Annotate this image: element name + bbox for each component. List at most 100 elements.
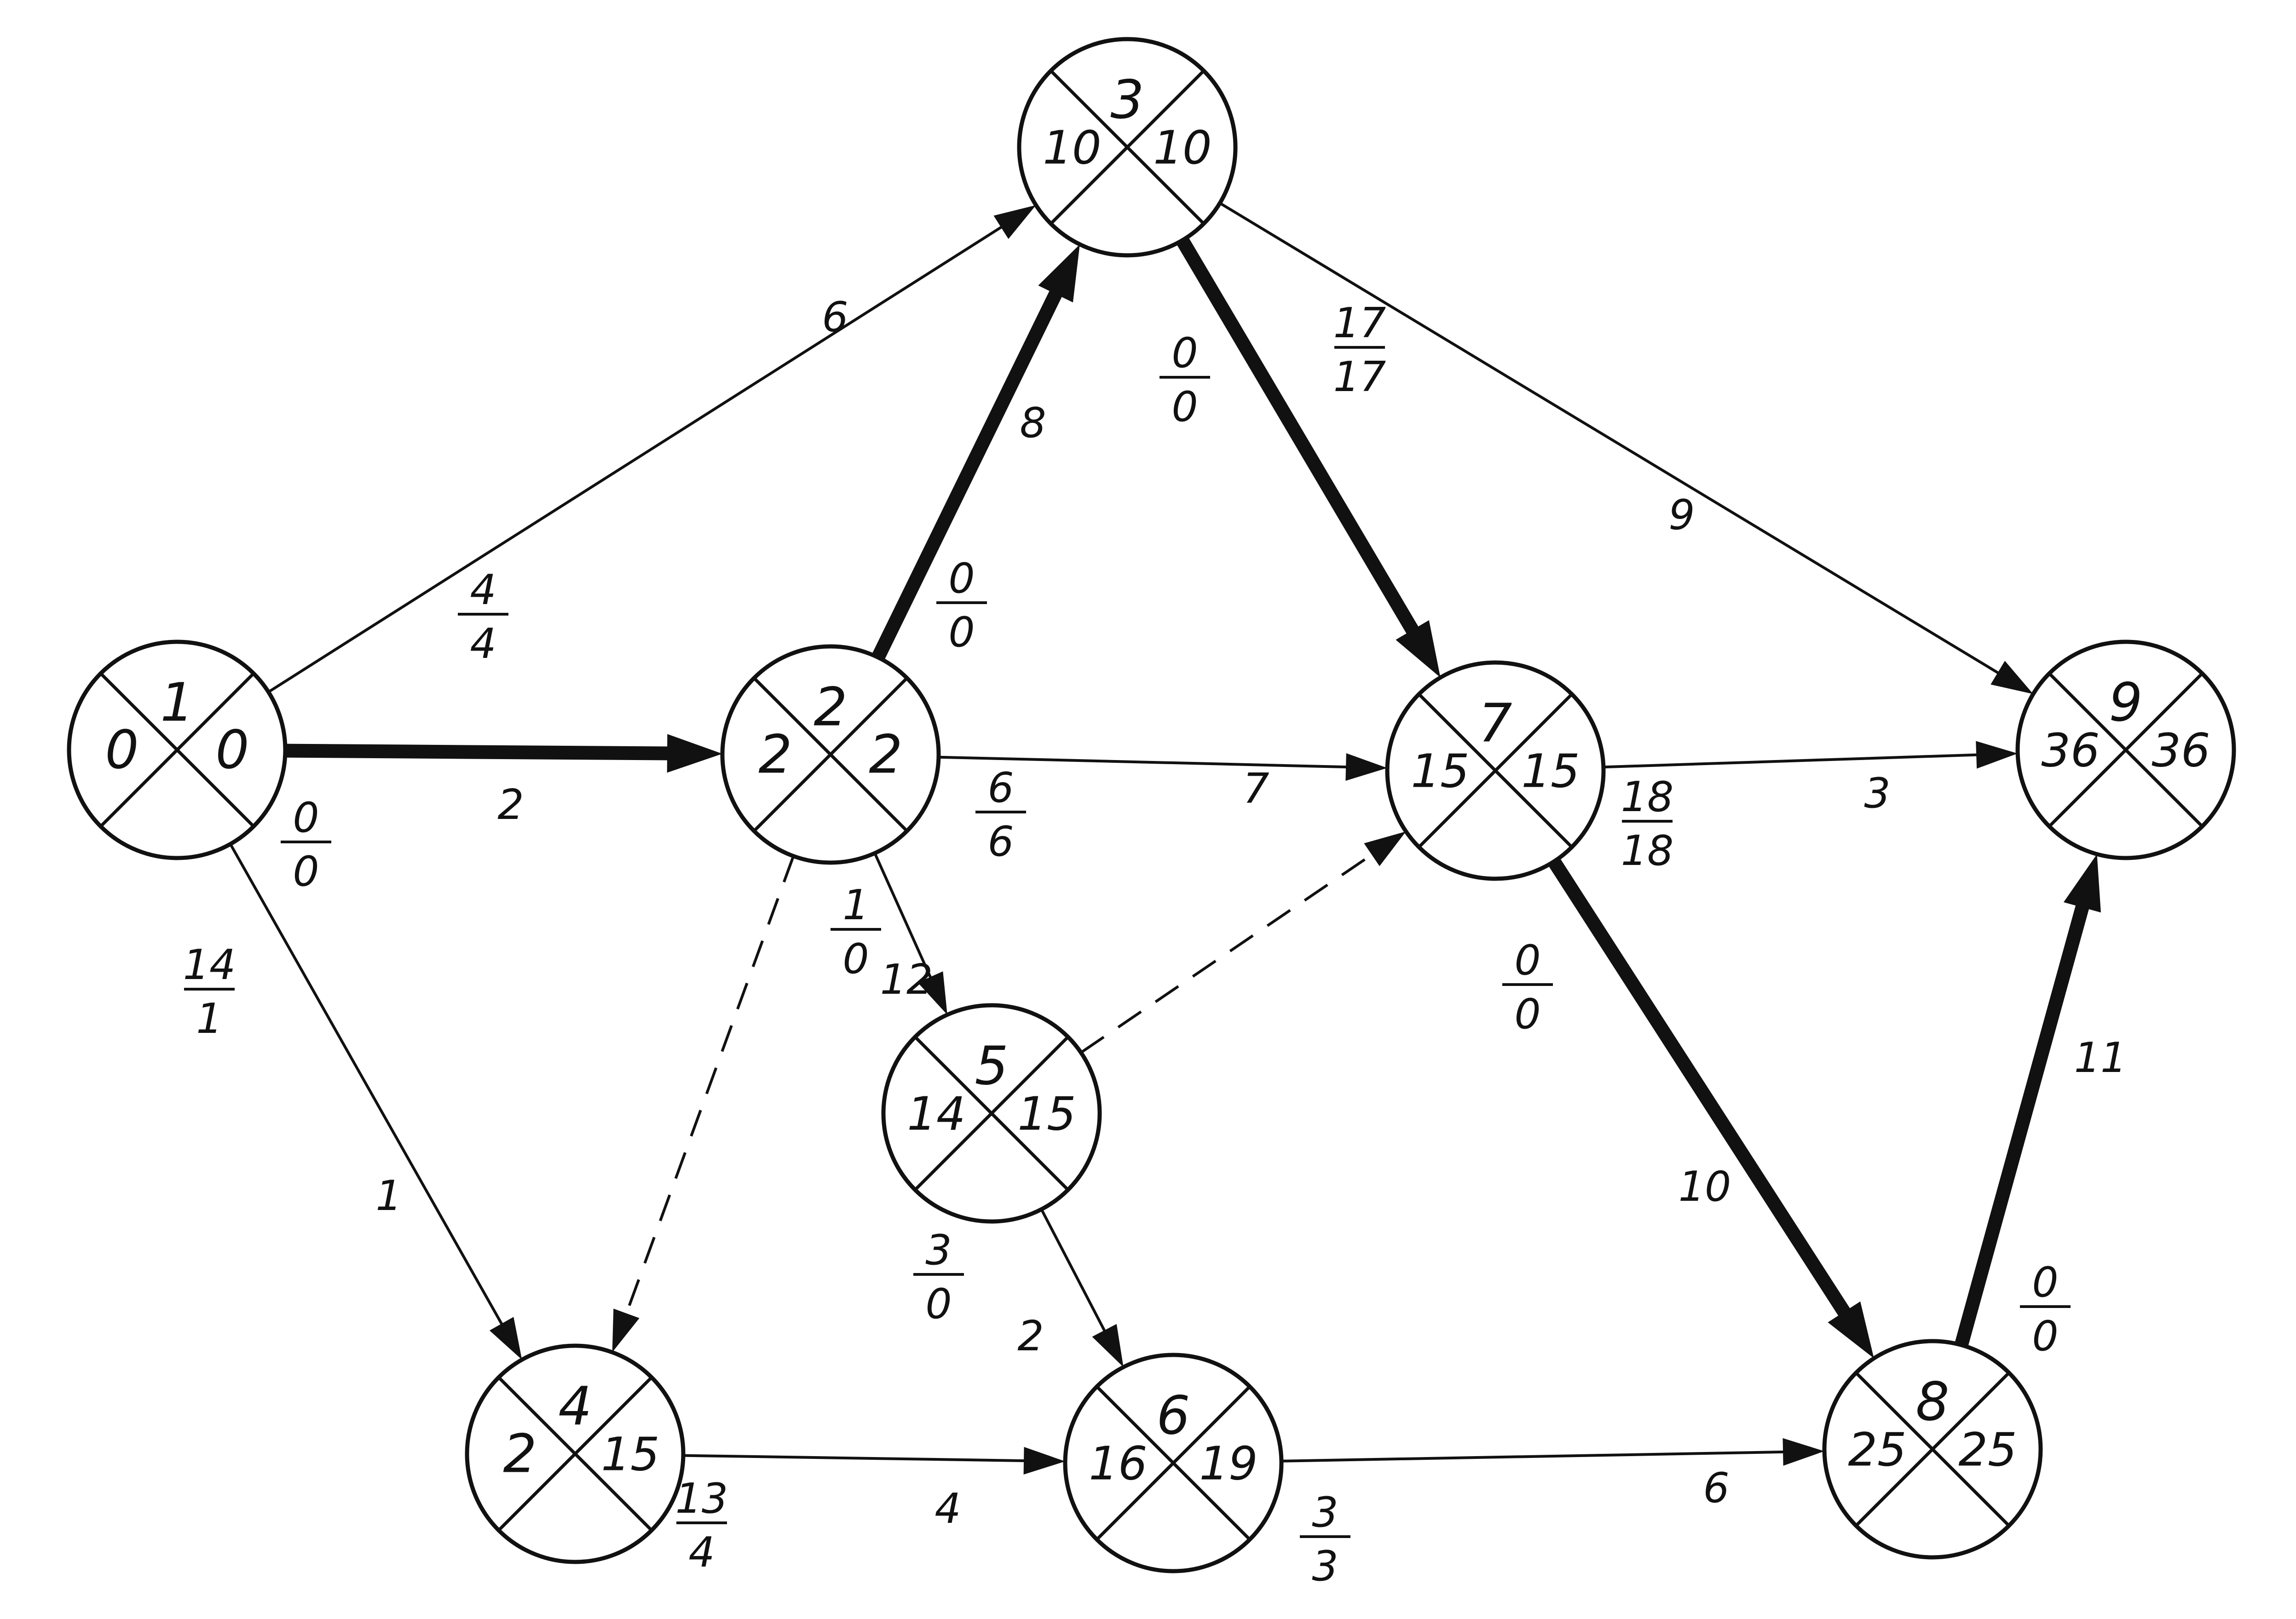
arrowhead-icon bbox=[1828, 1301, 1874, 1359]
node-event-number: 2 bbox=[813, 677, 847, 738]
edge-line bbox=[1548, 858, 1855, 1323]
edge-reserve-fraction: 00 bbox=[936, 554, 987, 657]
reserve-numerator: 3 bbox=[925, 1226, 952, 1274]
arrowhead-icon bbox=[1364, 831, 1406, 866]
arrowhead-icon bbox=[1976, 741, 2018, 769]
node-event-number: 5 bbox=[975, 1036, 1008, 1097]
node-late-time: 36 bbox=[2152, 723, 2210, 777]
edge-e1-2 bbox=[285, 734, 723, 773]
edge-reserve-fraction: 00 bbox=[281, 794, 331, 896]
edge-labels-layer: 2006441141800766121000917174134230633100… bbox=[183, 293, 2127, 1590]
edge-e2-4 bbox=[612, 855, 795, 1353]
edge-line bbox=[1080, 850, 1378, 1054]
arrowhead-icon bbox=[1092, 1324, 1124, 1367]
node-early-time: 36 bbox=[2041, 723, 2100, 777]
reserve-denominator: 1 bbox=[196, 995, 222, 1043]
reserve-numerator: 0 bbox=[948, 554, 975, 603]
edge-line bbox=[871, 283, 1066, 661]
edge-e6-8 bbox=[1281, 1438, 1825, 1466]
node-early-time: 2 bbox=[758, 724, 792, 786]
edge-e7-9 bbox=[1603, 741, 2018, 769]
edge-duration: 8 bbox=[1020, 399, 1046, 447]
arrowhead-icon bbox=[667, 734, 723, 773]
edges-layer bbox=[229, 202, 2101, 1475]
edge-e4-6 bbox=[683, 1447, 1066, 1475]
node-early-time: 0 bbox=[105, 720, 138, 781]
node-divider bbox=[1096, 1385, 1251, 1541]
edge-duration: 2 bbox=[497, 781, 524, 829]
edge-reserve-fraction: 141 bbox=[183, 941, 236, 1043]
node-early-time: 14 bbox=[907, 1087, 965, 1141]
reserve-denominator: 0 bbox=[842, 935, 869, 983]
reserve-numerator: 0 bbox=[293, 794, 319, 842]
reserve-denominator: 0 bbox=[1171, 383, 1198, 431]
node-divider bbox=[753, 677, 908, 832]
node-divider bbox=[1050, 69, 1205, 225]
edge-reserve-fraction: 30 bbox=[913, 1226, 964, 1328]
edge-e1-3 bbox=[267, 205, 1036, 693]
edge-reserve-fraction: 00 bbox=[2020, 1258, 2071, 1360]
edge-duration: 9 bbox=[1668, 491, 1695, 539]
edge-duration: 3 bbox=[1864, 769, 1890, 818]
edge-reserve-fraction: 10 bbox=[831, 881, 881, 983]
edge-line bbox=[1176, 236, 1423, 641]
edge-duration: 6 bbox=[822, 293, 848, 341]
edge-duration: 1 bbox=[375, 1172, 402, 1220]
reserve-denominator: 0 bbox=[1514, 990, 1540, 1038]
edge-reserve-fraction: 00 bbox=[1502, 936, 1553, 1038]
reserve-denominator: 17 bbox=[1333, 353, 1386, 401]
reserve-numerator: 6 bbox=[987, 764, 1014, 812]
edge-line bbox=[1219, 202, 2004, 677]
reserve-numerator: 0 bbox=[1514, 936, 1540, 985]
edge-reserve-fraction: 134 bbox=[675, 1475, 728, 1577]
edge-reserve-fraction: 33 bbox=[1300, 1488, 1350, 1590]
edge-e3-7 bbox=[1176, 236, 1441, 678]
edge-duration: 10 bbox=[1679, 1163, 1731, 1211]
node-divider bbox=[914, 1036, 1069, 1191]
reserve-numerator: 17 bbox=[1333, 299, 1386, 347]
edge-e2-5 bbox=[873, 853, 947, 1015]
edge-e7-8 bbox=[1548, 858, 1874, 1359]
arrowhead-icon bbox=[2063, 854, 2101, 913]
node-event-number: 9 bbox=[2109, 672, 2142, 734]
edge-e5-7 bbox=[1080, 831, 1406, 1054]
edge-duration: 4 bbox=[935, 1485, 961, 1533]
arrowhead-icon bbox=[1783, 1438, 1825, 1466]
reserve-numerator: 0 bbox=[1171, 329, 1198, 377]
edge-line bbox=[938, 755, 1352, 769]
node-late-time: 2 bbox=[869, 724, 902, 786]
edge-line bbox=[1281, 1450, 1789, 1463]
arrowhead-icon bbox=[1023, 1447, 1066, 1475]
reserve-denominator: 4 bbox=[688, 1528, 715, 1577]
node-divider bbox=[497, 1376, 653, 1532]
node-early-time: 10 bbox=[1043, 121, 1101, 174]
event-node-9: 936 36 bbox=[2015, 640, 2236, 860]
edge-line bbox=[229, 843, 506, 1330]
edge-reserve-fraction: 66 bbox=[975, 764, 1026, 866]
edge-line bbox=[683, 1454, 1030, 1463]
arrowhead-icon bbox=[1038, 244, 1080, 303]
arrowhead-icon bbox=[489, 1317, 522, 1360]
edge-line bbox=[285, 743, 676, 761]
edge-duration: 11 bbox=[2074, 1034, 2127, 1082]
reserve-denominator: 0 bbox=[293, 847, 319, 896]
arrowhead-icon bbox=[1345, 753, 1388, 781]
edge-e8-9 bbox=[1955, 854, 2101, 1347]
edge-e2-7 bbox=[938, 753, 1388, 781]
edge-line bbox=[623, 855, 795, 1320]
reserve-denominator: 0 bbox=[2032, 1312, 2058, 1360]
node-late-time: 15 bbox=[1521, 744, 1580, 798]
edge-e1-4 bbox=[229, 843, 522, 1360]
node-early-time: 15 bbox=[1411, 744, 1469, 798]
edge-duration: 6 bbox=[1703, 1464, 1729, 1512]
edge-line bbox=[1603, 753, 1983, 769]
node-late-time: 15 bbox=[601, 1427, 659, 1481]
edge-line bbox=[873, 853, 935, 984]
